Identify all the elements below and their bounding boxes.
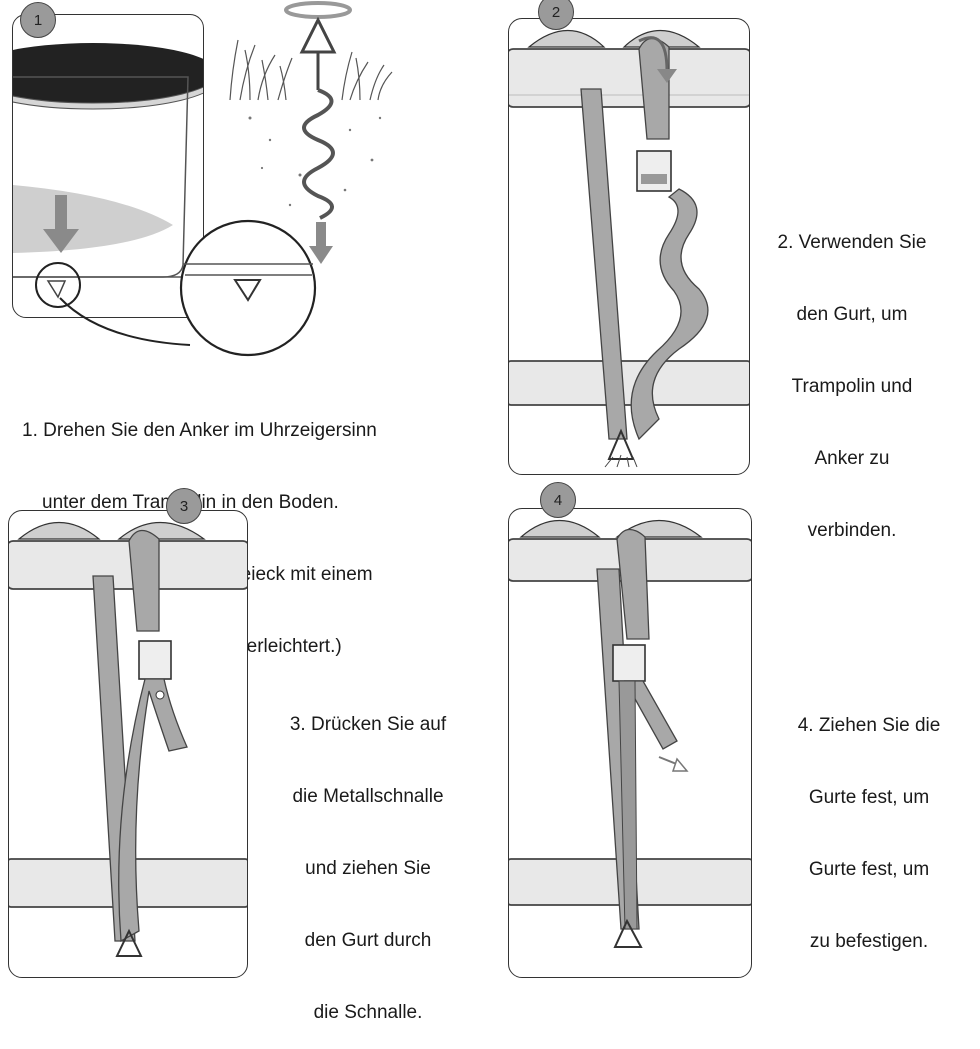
pulled-strap: [118, 678, 188, 943]
trampolin-leg-illustration: [13, 43, 203, 308]
buckle-pull-illustration: [9, 521, 247, 957]
step-number: 4: [553, 491, 563, 509]
trampolin-mat: [13, 43, 203, 103]
caption-line: den Gurt durch: [304, 930, 432, 951]
caption-line: Gurte fest, um: [808, 859, 930, 880]
spring-coils: [17, 521, 206, 540]
step-3-caption: 3. Drücken Sie auf die Metallschnalle un…: [258, 665, 478, 1049]
ground-shadow: [13, 185, 173, 253]
step-4-number-badge: 4: [540, 482, 576, 518]
caption-line: 4. Ziehen Sie die: [797, 715, 941, 736]
strap-connect-illustration: [509, 29, 749, 468]
tighten-strap-illustration: [509, 519, 751, 948]
curve-arrow-icon: [657, 69, 677, 83]
anchor-head: [299, 16, 337, 54]
caption-line: Trampolin und: [791, 376, 913, 397]
caption-line: die Schnalle.: [313, 1002, 423, 1023]
caption-line: 2. Verwenden Sie: [777, 232, 927, 253]
caption-line: 1. Drehen Sie den Anker im Uhrzeigersinn: [22, 420, 377, 441]
step-1-panel: [12, 14, 204, 318]
caption-line: Gurte fest, um: [808, 787, 930, 808]
step-3-number-badge: 3: [166, 488, 202, 524]
strap: [580, 88, 628, 440]
spring-coils: [519, 519, 703, 538]
anchor-spiral: [302, 88, 335, 220]
grass-icon: [229, 39, 393, 101]
step-2-caption: 2. Verwenden Sie den Gurt, um Trampolin …: [762, 183, 942, 567]
step-1-number-badge: 1: [20, 2, 56, 38]
step-4-panel: [508, 508, 752, 978]
anchor-triangle: [613, 918, 643, 948]
anchor-triangle: [607, 428, 635, 460]
caption-line: Anker zu: [814, 448, 890, 469]
buckle: [612, 644, 646, 682]
caption-line: und ziehen Sie: [305, 858, 431, 879]
spring-coils: [527, 29, 701, 48]
top-frame-rail: [509, 48, 749, 108]
step-number: 3: [179, 497, 189, 515]
strap-tail: [623, 680, 678, 750]
bottom-frame-rail: [509, 360, 749, 406]
top-frame-rail: [9, 540, 247, 590]
anchor-triangle: [115, 928, 143, 957]
caption-line: zu befestigen.: [809, 931, 929, 952]
pull-arrow-icon: [671, 757, 689, 772]
caption-line: den Gurt, um: [796, 304, 908, 325]
step-number: 1: [33, 11, 43, 29]
buckle: [138, 640, 172, 680]
step-number: 2: [551, 3, 561, 21]
step-2-number-badge: 2: [538, 0, 574, 30]
step-4-caption: 4. Ziehen Sie die Gurte fest, um Gurte f…: [764, 666, 974, 978]
anchor-triangle-detail: [233, 279, 262, 302]
caption-line: 3. Drücken Sie auf: [289, 714, 447, 735]
step-3-panel: [8, 510, 248, 978]
step-2-panel: [508, 18, 750, 475]
soil-dots: [248, 116, 382, 207]
caption-line: die Metallschnalle: [292, 786, 444, 807]
loose-strap: [630, 188, 709, 441]
caption-line: verbinden.: [807, 520, 897, 541]
rotate-icon: [284, 1, 352, 19]
down-arrow-icon: [43, 195, 79, 253]
buckle: [636, 150, 672, 192]
detail-circle: [35, 262, 81, 308]
anchor-down-arrow-icon: [309, 222, 333, 264]
